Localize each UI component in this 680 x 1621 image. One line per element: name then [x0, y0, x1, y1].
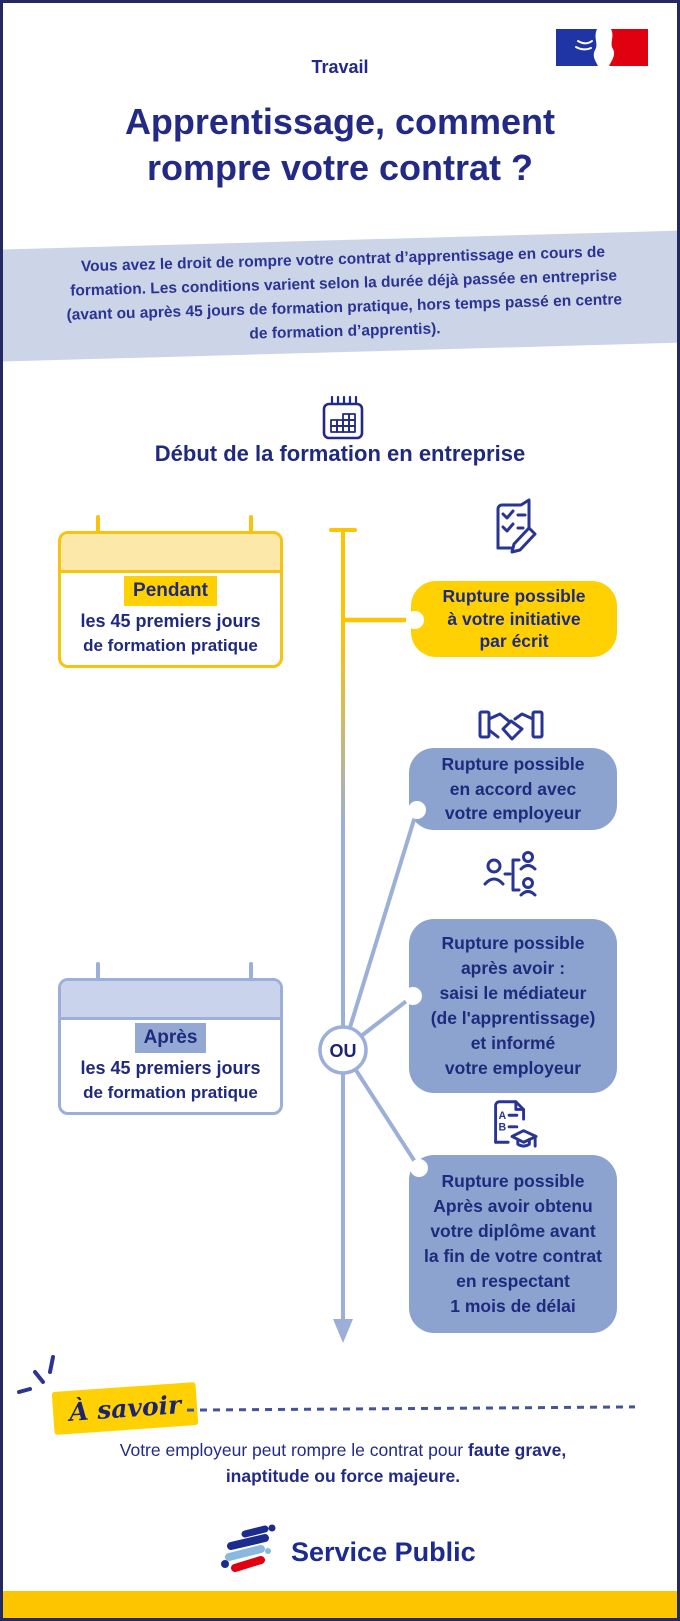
france-flag-logo — [556, 29, 648, 66]
note-tag: À savoir — [51, 1382, 199, 1435]
category-label: Travail — [311, 57, 369, 77]
intro-text: Vous avez le droit de rompre votre contr… — [66, 243, 623, 343]
option-line: votre employeur — [444, 1057, 582, 1078]
handshake-icon — [478, 710, 544, 741]
option-line: Rupture possible — [441, 933, 585, 954]
option-line: en respectant — [456, 1270, 570, 1291]
connector-diplome — [341, 1048, 421, 1170]
option-line: Après avoir obtenu — [433, 1196, 593, 1217]
option-line: Rupture possible — [442, 585, 586, 606]
option-line: la fin de votre contrat — [424, 1246, 602, 1266]
note-dashed-line — [186, 1405, 636, 1412]
service-public-logo-icon — [221, 1524, 276, 1572]
option-line: en accord avec — [449, 778, 577, 799]
period-line1: les 45 premiers jours — [80, 1058, 261, 1079]
option-bubble-initiative: Rupture possible à votre initiative par … — [411, 581, 617, 657]
page-title: Apprentissage, comment rompre votre cont… — [3, 99, 677, 191]
diploma-grade-a: A — [499, 1110, 507, 1122]
note-text-bold: faute grave, inaptitude ou force majeure — [225, 1440, 567, 1487]
option-line: votre employeur — [444, 803, 582, 824]
option-line: 1 mois de délai — [450, 1295, 576, 1316]
calendar-header-band — [61, 981, 280, 1020]
connector-mediateur — [341, 994, 415, 1052]
footer-yellow-bar — [3, 1591, 677, 1618]
spark-lines-icon — [17, 1355, 55, 1394]
option-line: Rupture possible — [441, 753, 585, 774]
option-line: et informé — [470, 1032, 556, 1053]
title-line1: Apprentissage, comment — [124, 101, 556, 142]
option-line: par écrit — [479, 631, 549, 652]
marianne-silhouette — [575, 40, 593, 51]
option-line: Rupture possible — [441, 1171, 585, 1192]
period-card-apres: Après les 45 premiers jours de formation… — [58, 962, 283, 1115]
period-card-pendant: Pendant les 45 premiers jours de formati… — [58, 515, 283, 668]
period-line1: les 45 premiers jours — [80, 611, 261, 632]
option-line: après avoir : — [460, 958, 566, 979]
mediator-icon — [483, 851, 537, 897]
option-line: votre diplôme avant — [430, 1221, 596, 1242]
timeline-arrowhead — [333, 1319, 353, 1343]
diploma-icon: A B — [494, 1100, 538, 1148]
option-bubble-mediateur: Rupture possible après avoir : saisi le … — [409, 919, 617, 1093]
intro-banner: Vous avez le droit de rompre votre contr… — [3, 230, 677, 362]
calendar-icon — [322, 395, 364, 440]
option-bubble-accord: Rupture possible en accord avec votre em… — [409, 748, 617, 830]
note-text: Votre employeur peut rompre le contrat p… — [93, 1437, 593, 1490]
flag-red-panel — [609, 29, 648, 66]
option-line: saisi le médiateur — [439, 983, 587, 1004]
period-card-text: Après les 45 premiers jours de formation… — [61, 1023, 280, 1105]
connector-accord — [341, 809, 419, 1051]
diploma-grade-b: B — [499, 1122, 507, 1134]
option-line: à votre initiative — [447, 608, 581, 629]
note-text-suffix: . — [455, 1466, 461, 1487]
period-line2: de formation pratique — [83, 636, 258, 656]
period-highlight: Après — [134, 1023, 207, 1054]
service-public-wordmark: Service Public — [291, 1537, 476, 1567]
option-line: (de l'apprentissage) — [430, 1008, 596, 1028]
period-line2: de formation pratique — [83, 1083, 258, 1103]
or-label: OU — [330, 1041, 357, 1061]
timeline-start-heading: Début de la formation en entreprise — [154, 441, 526, 466]
title-line2: rompre votre contrat ? — [146, 147, 534, 189]
document-check-pencil-icon — [496, 498, 537, 554]
option-bubble-diplome: Rupture possible Après avoir obtenu votr… — [409, 1155, 617, 1333]
period-card-text: Pendant les 45 premiers jours de formati… — [61, 576, 280, 658]
period-highlight: Pendant — [124, 576, 217, 607]
note-text-regular: Votre employeur peut rompre le contrat p… — [119, 1440, 468, 1460]
or-circle — [318, 1025, 368, 1075]
calendar-header-band — [61, 534, 280, 573]
